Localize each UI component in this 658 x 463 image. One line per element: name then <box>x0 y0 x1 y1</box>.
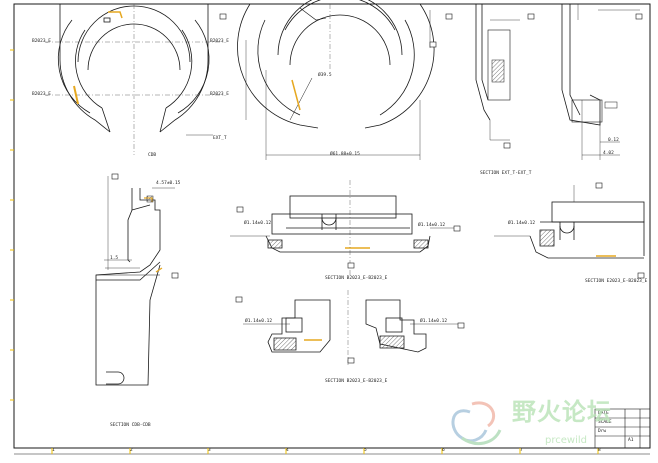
section-bottom-pair-view <box>243 290 460 365</box>
callout-small-c: 4.02 <box>603 151 614 156</box>
border-top-number: 3 <box>208 448 211 453</box>
title-block-date: DATE <box>598 411 609 416</box>
watermark-text: 野火论坛 <box>512 398 612 426</box>
callout-dia-right: Ø1.14±0.12 <box>418 223 446 228</box>
top-left-ring-view <box>45 4 225 155</box>
border-top-number: 5 <box>364 448 367 453</box>
zone-ticks <box>10 49 599 454</box>
callout-dia-bottom-left: Ø1.14±0.12 <box>245 319 273 324</box>
section-label-e-e: SECTION E2023_E-B2023_E <box>585 279 648 284</box>
section-label-ext: SECTION EXT_T-EXT_T <box>480 171 532 176</box>
callout-width-dim: Ø61.88±0.15 <box>330 152 360 157</box>
top-right-profile-views <box>475 4 640 160</box>
callout-small-a: 1.5 <box>110 256 119 261</box>
callout-right-top: B2023_E <box>210 39 229 44</box>
title-block-drw: Drw <box>598 429 607 434</box>
border-top-number: 6 <box>442 448 445 453</box>
callout-cdb: CDB <box>148 153 157 158</box>
sheet-frame <box>13 3 651 455</box>
watermark-subtext: prcewild <box>545 435 587 446</box>
title-block-scale: SCALE <box>598 420 612 425</box>
border-top-number: 7 <box>520 448 523 453</box>
top-center-ring-view <box>237 0 435 160</box>
watermark-logo <box>451 401 502 446</box>
callout-left-mid: B2023_E <box>32 92 51 97</box>
callout-top-dim: 4.57±0.15 <box>156 181 181 186</box>
border-top-number: 4 <box>286 448 289 453</box>
border-top-number: 1 <box>52 448 55 453</box>
section-label-bottom-pair: SECTION B2023_E-B2023_E <box>325 379 388 384</box>
border-top-number: 2 <box>130 448 133 453</box>
callout-right-mid: B2023_E <box>210 92 229 97</box>
callout-ext-t: EXT_T <box>213 136 227 141</box>
section-e-e-view <box>494 185 645 259</box>
border-top-number: 8 <box>598 448 601 453</box>
section-label-b-b: SECTION B2023_E-B2023_E <box>325 276 388 281</box>
callout-dia-mid: Ø1.14±0.12 <box>508 221 536 226</box>
reference-boxes <box>111 13 645 364</box>
section-label-cdb: SECTION CDB-CDB <box>110 423 151 428</box>
callout-dia-bottom-right: Ø1.14±0.12 <box>420 319 448 324</box>
section-cdb-view <box>95 176 175 386</box>
callout-small-b: 0.12 <box>608 138 619 143</box>
callout-dia-left: Ø1.14±0.12 <box>244 221 272 226</box>
callout-left-top: B2023_E <box>32 39 51 44</box>
title-block-size: A1 <box>628 438 634 443</box>
callout-radius: Ø39.5 <box>318 73 332 78</box>
title-block <box>594 408 651 449</box>
section-b-b-view <box>230 180 460 275</box>
